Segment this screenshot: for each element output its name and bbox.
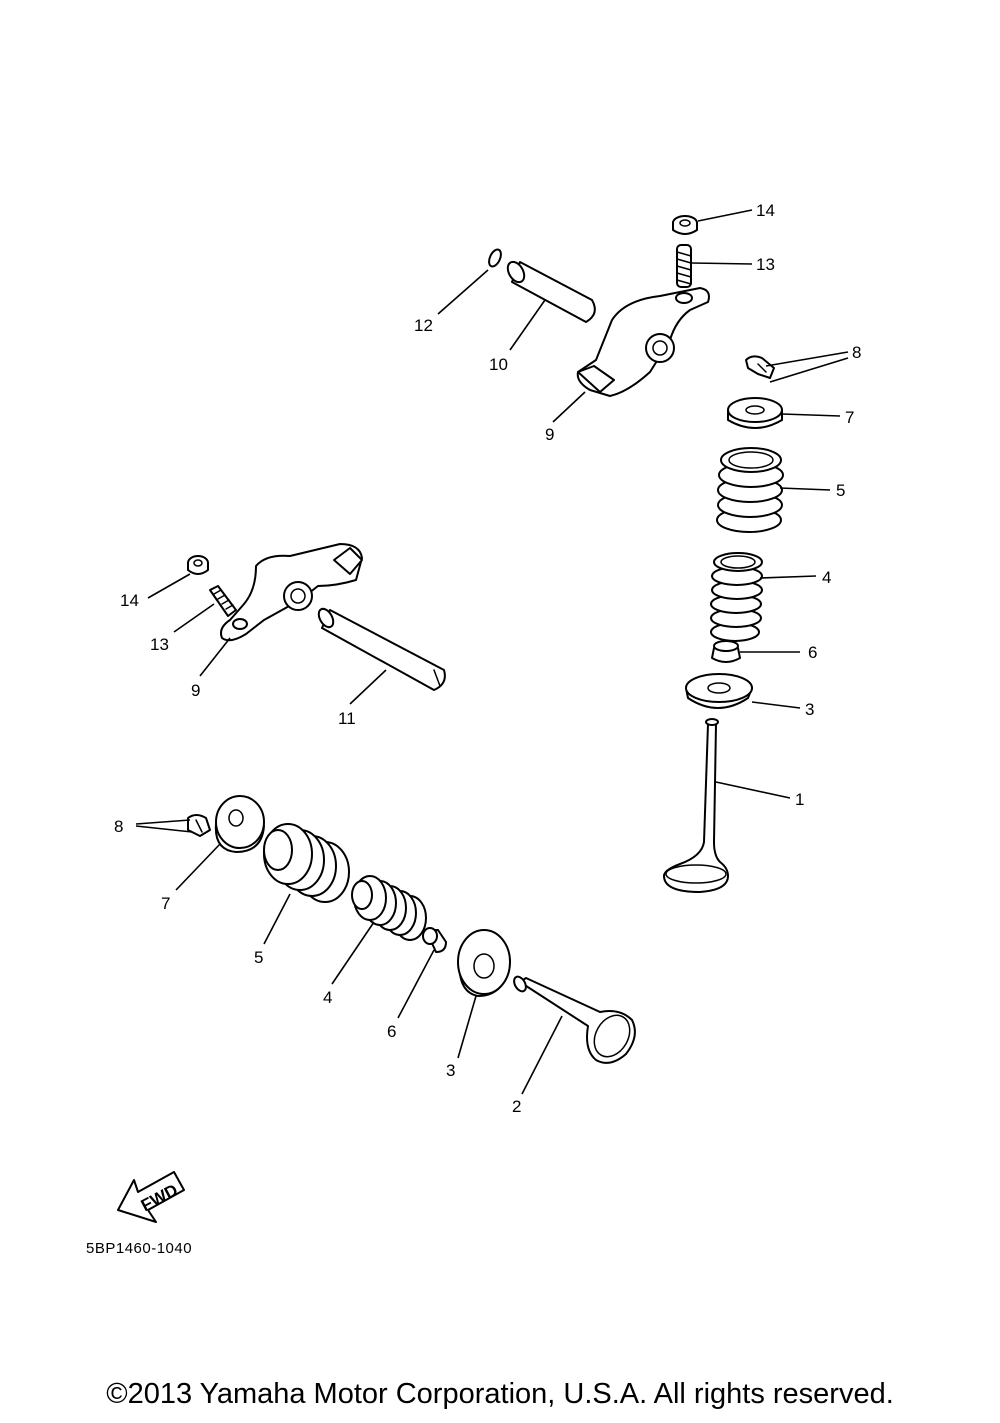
callout-4: 4 bbox=[323, 988, 332, 1007]
callout-2: 2 bbox=[512, 1097, 521, 1116]
rocker-shaft-upper bbox=[506, 260, 596, 323]
stem-seal-right bbox=[711, 640, 741, 663]
spring-seat-right bbox=[685, 673, 753, 709]
callout-14: 14 bbox=[756, 201, 775, 220]
stem-seal-left bbox=[422, 927, 447, 953]
cotter-right bbox=[745, 355, 775, 379]
callout-5: 5 bbox=[836, 481, 845, 500]
o-ring bbox=[488, 248, 502, 268]
retainer-right bbox=[727, 397, 783, 429]
inner-spring-left bbox=[351, 875, 427, 941]
spring-seat-left bbox=[457, 929, 511, 997]
outer-spring-right bbox=[716, 447, 784, 533]
nut-left bbox=[187, 555, 209, 575]
callout-4: 4 bbox=[822, 568, 831, 587]
callout-6: 6 bbox=[808, 643, 817, 662]
callout-9: 9 bbox=[545, 425, 554, 444]
cotter-left bbox=[187, 814, 211, 837]
callout-1: 1 bbox=[795, 790, 804, 809]
valve-intake bbox=[663, 718, 729, 893]
callout-8: 8 bbox=[114, 817, 123, 836]
callout-3: 3 bbox=[446, 1061, 455, 1080]
part-code: 5BP1460-1040 bbox=[86, 1240, 193, 1257]
callout-9: 9 bbox=[191, 681, 200, 700]
callout-13: 13 bbox=[756, 255, 775, 274]
rocker-arm-upper bbox=[576, 287, 710, 397]
callout-7: 7 bbox=[845, 408, 854, 427]
callout-11: 11 bbox=[338, 709, 356, 728]
retainer-left bbox=[214, 795, 265, 853]
valve-exhaust bbox=[513, 975, 636, 1064]
fwd-arrow-icon: FWD bbox=[117, 1171, 185, 1223]
inner-spring-right bbox=[710, 552, 763, 642]
callout-7: 7 bbox=[161, 894, 170, 913]
adjust-screw-left bbox=[209, 585, 237, 617]
callout-3: 3 bbox=[805, 700, 814, 719]
rocker-shaft-left bbox=[317, 607, 446, 691]
callout-6: 6 bbox=[387, 1022, 396, 1041]
nut-upper bbox=[672, 215, 698, 235]
adjust-screw-upper bbox=[676, 244, 692, 288]
callout-10: 10 bbox=[489, 355, 508, 374]
callout-5: 5 bbox=[254, 948, 263, 967]
callout-8: 8 bbox=[852, 343, 861, 362]
callout-13: 13 bbox=[150, 635, 169, 654]
callout-12: 12 bbox=[414, 316, 433, 335]
callout-14: 14 bbox=[120, 591, 139, 610]
copyright-notice: ©2013 Yamaha Motor Corporation, U.S.A. A… bbox=[106, 1378, 894, 1410]
outer-spring-left bbox=[263, 823, 350, 903]
rocker-arm-left bbox=[220, 543, 363, 642]
callout-labels: 14 13 12 10 9 8 7 5 4 6 3 1 14 13 9 11 8… bbox=[114, 201, 861, 1116]
leader-lines bbox=[135, 209, 849, 1095]
